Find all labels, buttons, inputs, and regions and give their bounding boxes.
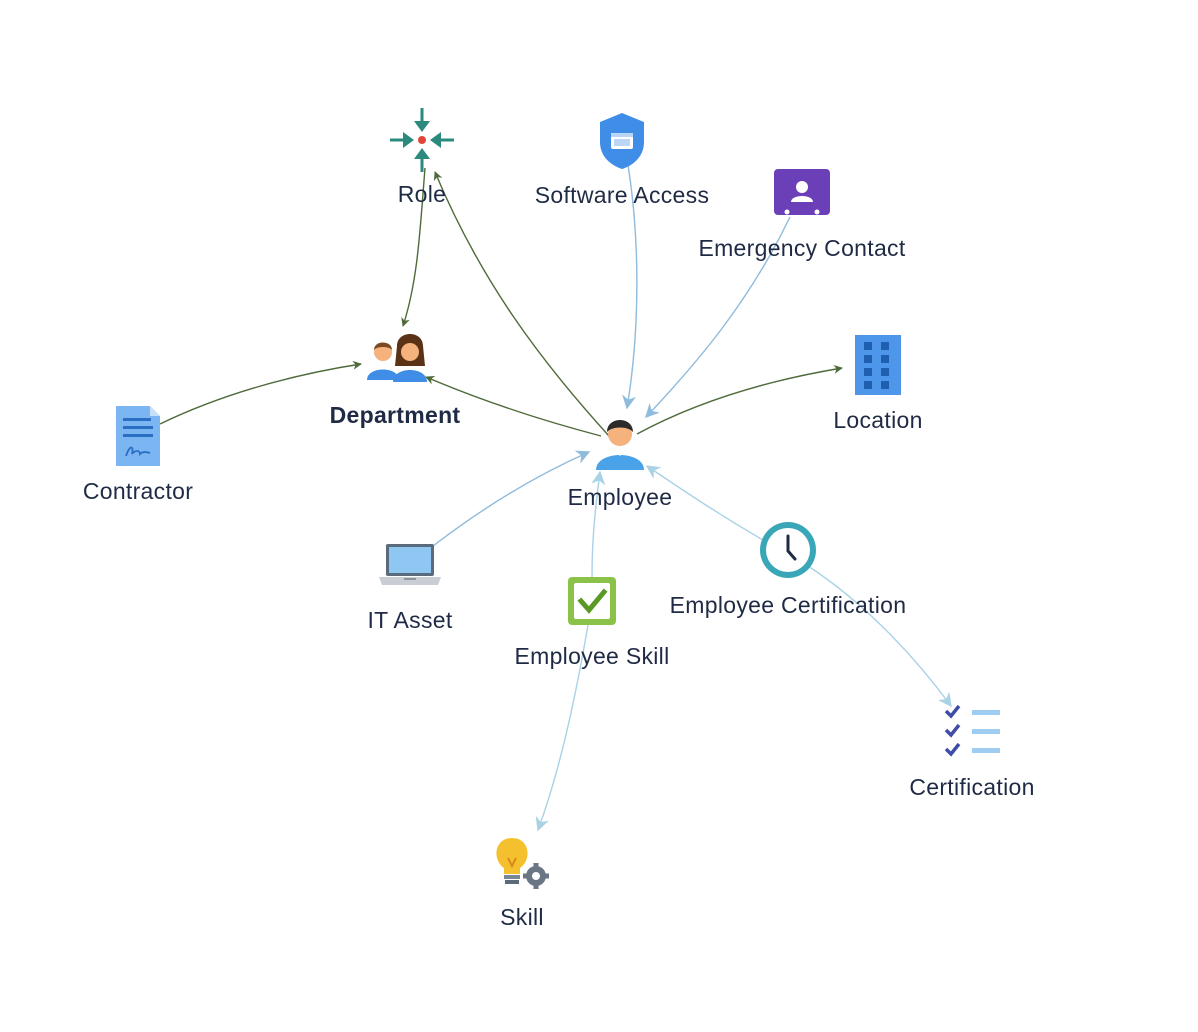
node-software-access[interactable]: Software Access: [535, 113, 710, 208]
checklist-icon: [944, 704, 1000, 757]
node-label-contractor: Contractor: [83, 478, 193, 504]
edge-employee-skill-employee: [591, 470, 606, 578]
node-label-emergency-contact: Emergency Contact: [698, 235, 905, 261]
lightbulb-gear-icon: [496, 838, 549, 889]
edge-contractor-department: [159, 360, 362, 425]
node-it-asset[interactable]: IT Asset: [367, 544, 453, 633]
node-employee-certification[interactable]: Employee Certification: [670, 522, 907, 618]
node-label-employee-certification: Employee Certification: [670, 592, 907, 618]
signed-document-icon: [116, 406, 160, 466]
node-label-software-access: Software Access: [535, 182, 710, 208]
edge-employee-skill-skill: [535, 624, 589, 832]
edge-it-asset-employee: [432, 450, 591, 547]
edge-employee-certification-certification: [807, 565, 952, 708]
clock-icon: [760, 522, 816, 578]
node-label-department: Department: [330, 402, 461, 428]
node-label-location: Location: [833, 407, 922, 433]
edges: [159, 164, 952, 832]
laptop-icon: [379, 544, 441, 585]
node-label-it-asset: IT Asset: [367, 607, 452, 633]
shield-window-icon: [600, 113, 644, 169]
node-employee-skill[interactable]: Employee Skill: [514, 577, 669, 669]
person-icon: [596, 420, 644, 470]
node-employee[interactable]: Employee: [568, 420, 673, 510]
edge-software-access-employee: [622, 164, 638, 410]
node-location[interactable]: Location: [833, 335, 922, 433]
node-skill[interactable]: Skill: [496, 838, 549, 930]
node-certification[interactable]: Certification: [909, 704, 1034, 800]
node-contractor[interactable]: Contractor: [83, 406, 193, 504]
building-icon: [855, 335, 901, 395]
focus-arrows-icon: [390, 108, 454, 172]
edge-employee-location: [636, 364, 843, 435]
node-department[interactable]: Department: [330, 334, 461, 428]
edge-role-department: [401, 167, 426, 327]
edge-employee-certification-employee: [645, 465, 764, 541]
node-label-employee: Employee: [568, 484, 673, 510]
edge-employee-department: [425, 376, 602, 437]
people-group-icon: [367, 334, 427, 382]
node-label-employee-skill: Employee Skill: [514, 643, 669, 669]
node-label-role: Role: [398, 181, 447, 207]
node-label-skill: Skill: [500, 904, 544, 930]
node-emergency-contact[interactable]: Emergency Contact: [698, 169, 906, 261]
contact-card-icon: [774, 169, 830, 215]
edge-emergency-contact-employee: [645, 216, 791, 419]
edge-employee-role: [433, 171, 610, 437]
node-role[interactable]: Role: [390, 108, 454, 207]
checkbox-icon: [568, 577, 616, 625]
node-label-certification: Certification: [909, 774, 1034, 800]
